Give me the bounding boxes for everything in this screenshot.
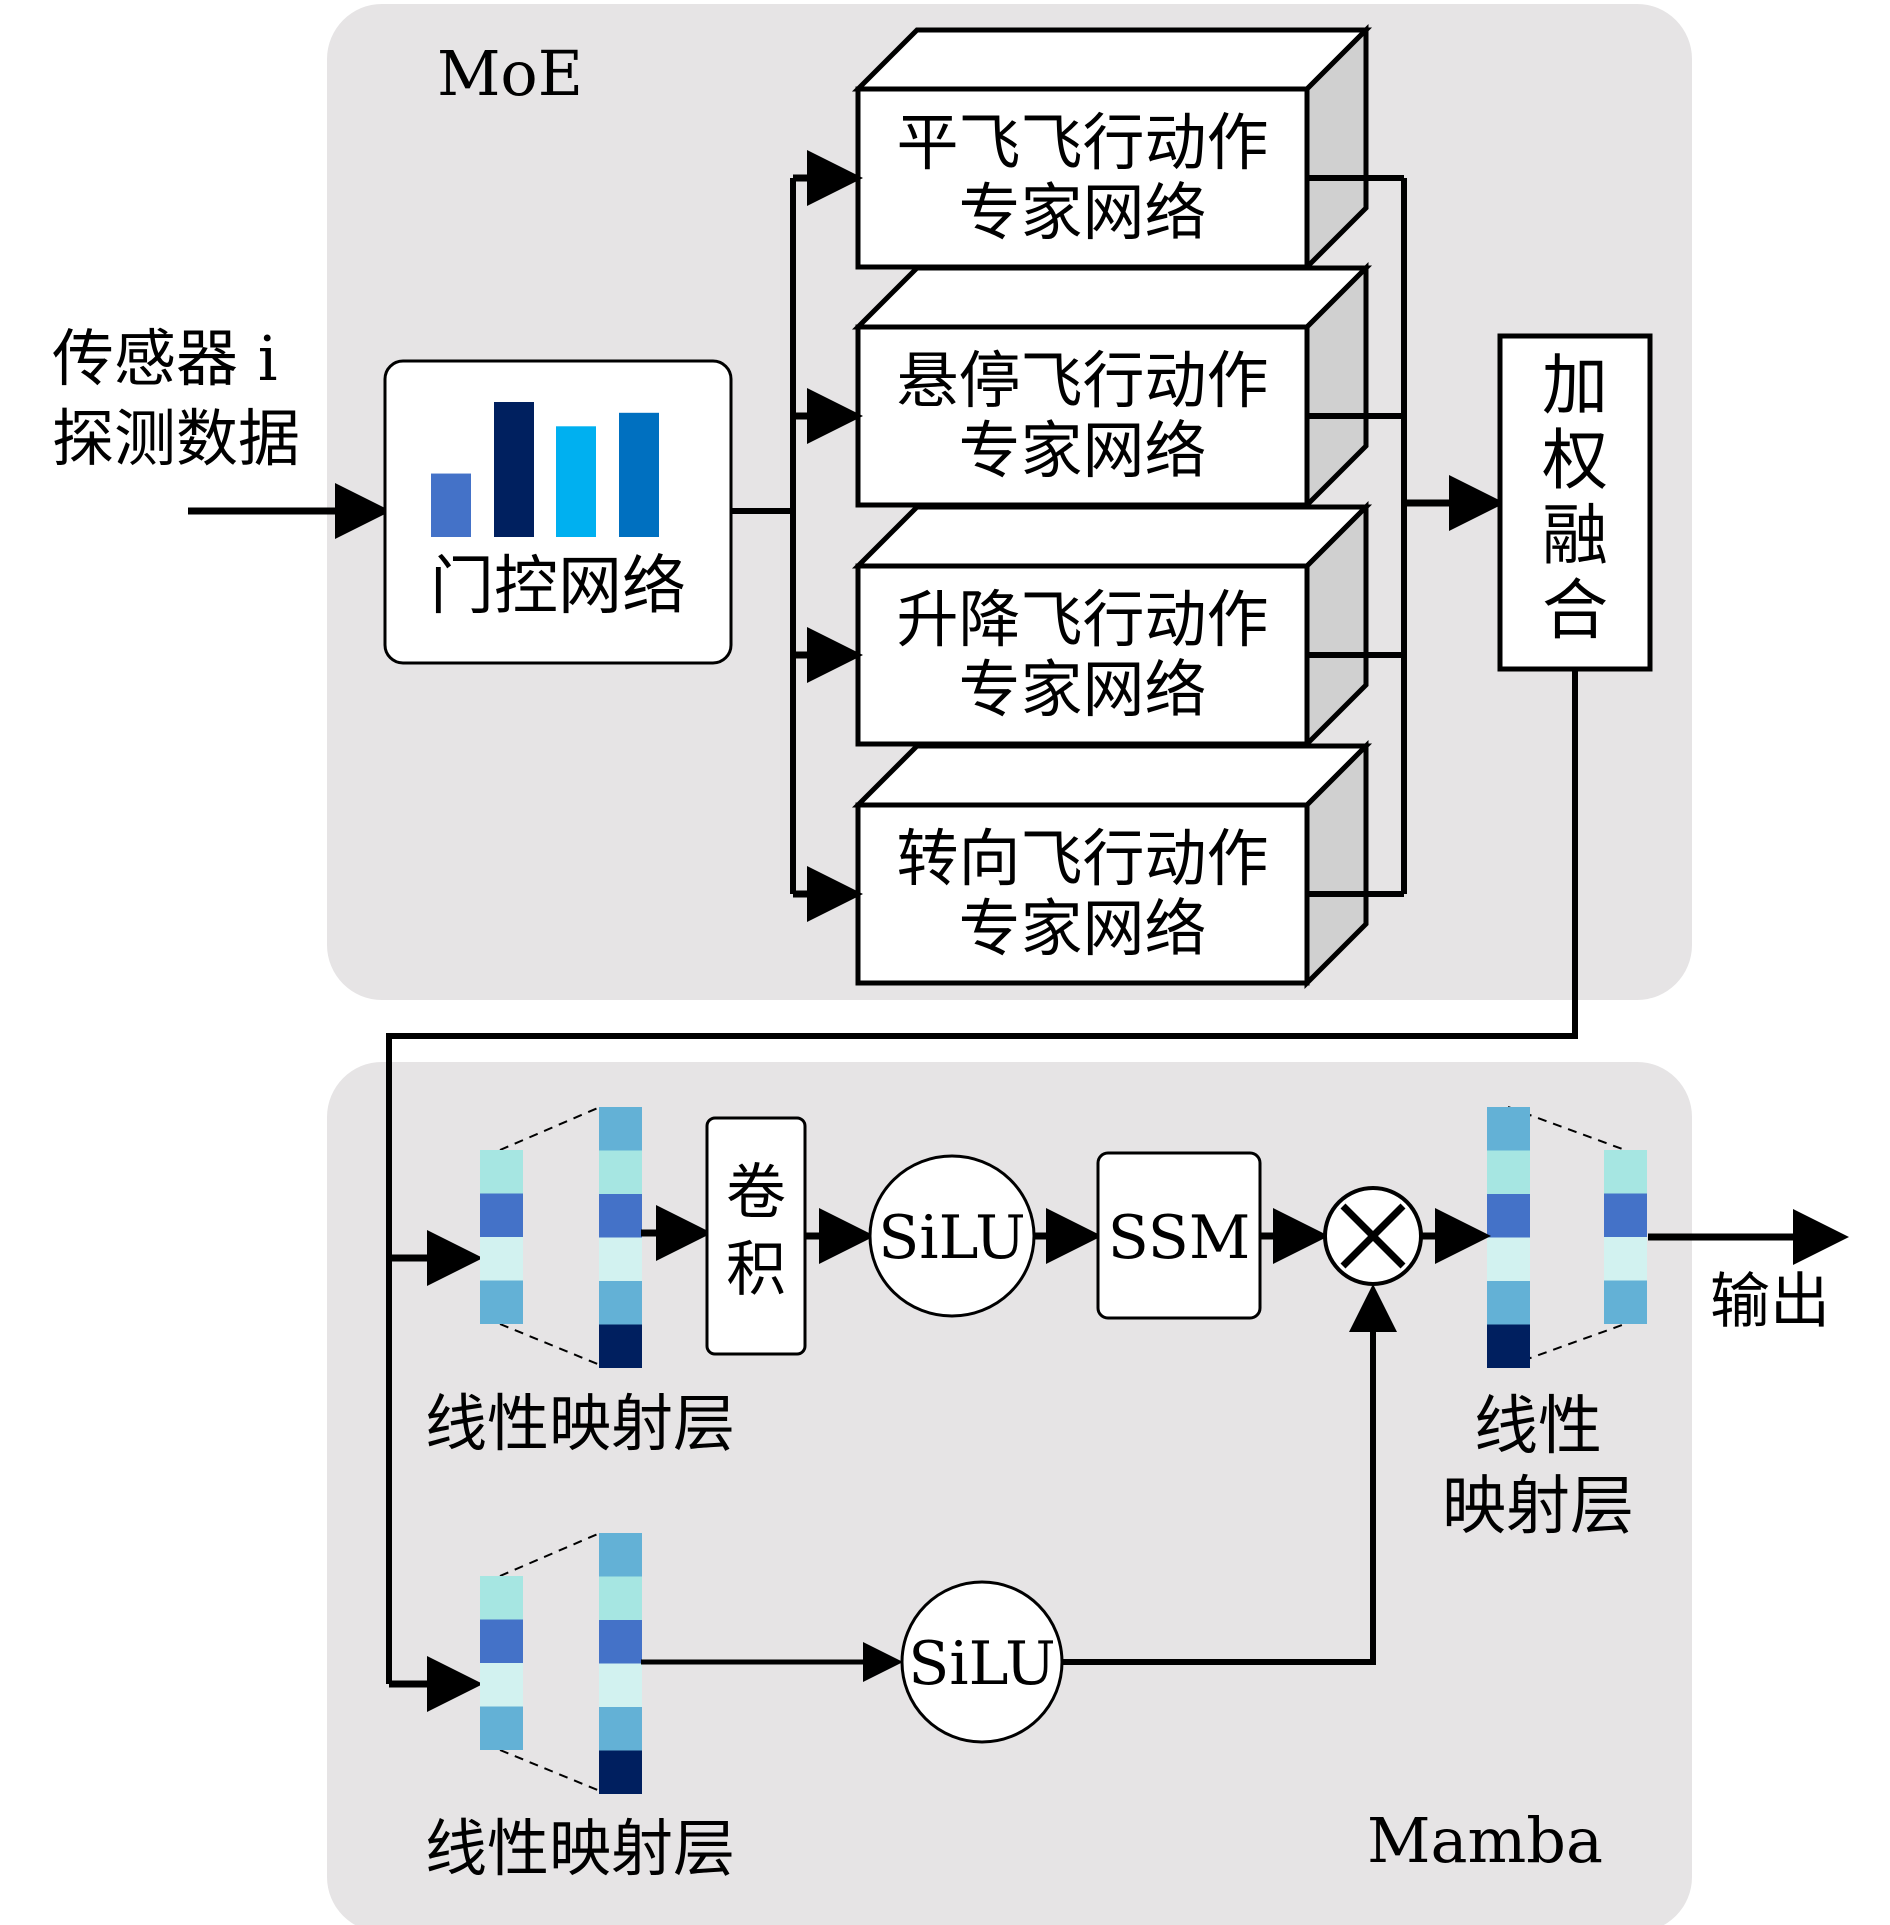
moe-title: MoE	[437, 37, 583, 110]
expert-label-line1: 悬停飞行动作	[896, 344, 1268, 417]
projection-dashed-line	[499, 1749, 601, 1792]
conv-char-2: 积	[726, 1235, 786, 1305]
linear-out-narrow	[1604, 1150, 1647, 1324]
gate-bar	[494, 402, 534, 537]
silu-top-label: SiLU	[878, 1203, 1025, 1273]
projection-dashed-line	[499, 1532, 601, 1577]
gate-label: 门控网络	[430, 550, 686, 624]
linear-in-top-label: 线性映射层	[425, 1387, 735, 1460]
silu-bottom-to-multiply-line	[1062, 1284, 1397, 1665]
expert-label-line2: 专家网络	[958, 892, 1206, 965]
moe-to-mamba-line	[386, 669, 1578, 1684]
expert-label-line1: 平飞飞行动作	[896, 106, 1268, 179]
gate-bar	[619, 412, 659, 537]
expert-label-line2: 专家网络	[958, 176, 1206, 249]
fusion-char-4: 合	[1542, 572, 1608, 649]
silu-bottom-node: SiLU	[900, 1580, 1064, 1744]
silu-bottom-label: SiLU	[908, 1629, 1055, 1699]
projection-dashed-line	[499, 1323, 601, 1366]
input-label-line1: 传感器 i	[52, 322, 278, 395]
expert-label-line2: 专家网络	[958, 653, 1206, 726]
linear-in-top-wide	[599, 1107, 642, 1368]
linear-in-bottom-narrow	[480, 1576, 523, 1750]
linear-in-top-narrow	[480, 1150, 523, 1324]
multiply-node	[1323, 1186, 1423, 1286]
ssm-label: SSM	[1108, 1203, 1251, 1273]
linear-out-wide	[1487, 1107, 1530, 1368]
projection-dashed-line	[499, 1106, 601, 1151]
linear-in-bottom-label: 线性映射层	[425, 1812, 735, 1885]
mamba-title: Mamba	[1367, 1804, 1603, 1877]
fusion-char-2: 权	[1542, 422, 1608, 499]
gate-bar	[431, 473, 471, 537]
conv-box: 卷 积	[705, 1116, 807, 1356]
gate-bar	[556, 426, 596, 537]
expert-label-line2: 专家网络	[958, 414, 1206, 487]
input-label-line2: 探测数据	[52, 402, 300, 475]
fusion-char-1: 加	[1542, 347, 1608, 424]
conv-char-1: 卷	[726, 1158, 786, 1228]
fusion-char-3: 融	[1542, 497, 1608, 574]
expert-label-line1: 升降飞行动作	[896, 583, 1268, 656]
ssm-box: SSM	[1096, 1151, 1262, 1320]
linear-in-bottom-wide	[599, 1533, 642, 1794]
gating-network: 门控网络	[383, 359, 733, 665]
silu-top-node: SiLU	[868, 1154, 1036, 1318]
linear-out-label-line2: 映射层	[1442, 1470, 1634, 1544]
output-label: 输出	[1710, 1267, 1830, 1337]
expert-label-line1: 转向飞行动作	[896, 822, 1268, 895]
gate-bar-chart-icon	[431, 402, 659, 537]
linear-out-label-line1: 线性	[1474, 1390, 1602, 1464]
weighted-fusion-box: 加 权 融 合	[1497, 333, 1653, 672]
